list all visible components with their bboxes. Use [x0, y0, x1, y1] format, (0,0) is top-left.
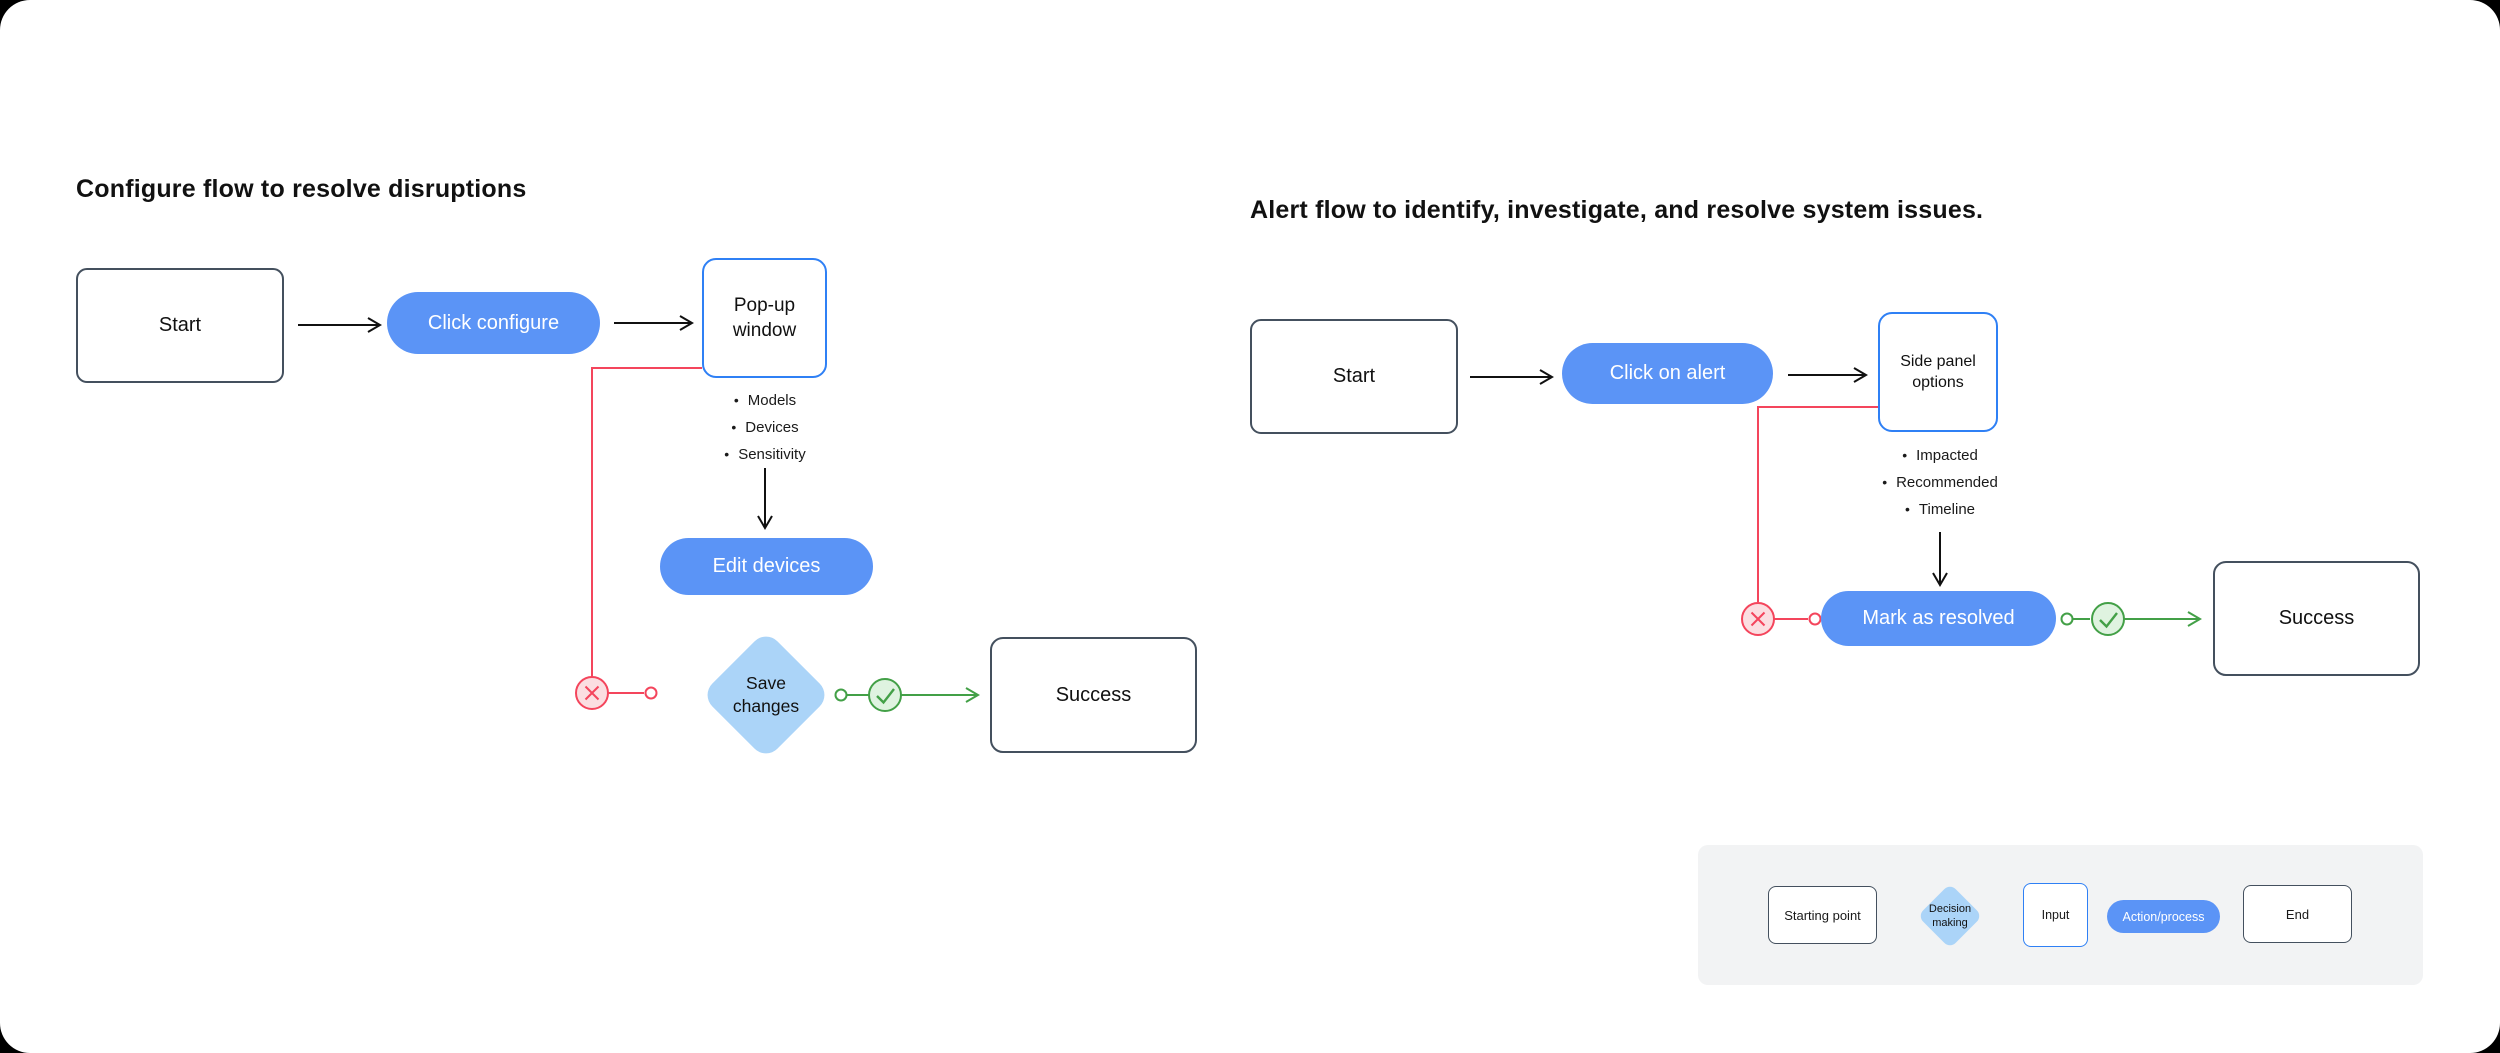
node-start-label: Start — [1332, 365, 1376, 387]
bullet-dot: • — [1904, 501, 1910, 517]
node-input-side-panel-options[interactable]: Side panel options — [1878, 312, 1998, 432]
arrow-input-to-action2 — [1932, 532, 1948, 587]
node-action-click-configure[interactable]: Click configure — [387, 292, 600, 354]
connector-dot — [644, 686, 658, 700]
node-action-label: Click on alert — [1609, 362, 1726, 384]
connector-dot — [1808, 612, 1822, 626]
node-action-label: Edit devices — [712, 555, 821, 577]
legend-label: Decision making — [1928, 902, 1972, 929]
list-item: •Devices — [731, 419, 799, 436]
legend-label: End — [2285, 906, 2310, 922]
legend-item-end[interactable]: End — [2243, 885, 2352, 943]
list-item: •Timeline — [1904, 501, 1976, 518]
node-start-label: Start — [158, 314, 202, 336]
node-action-edit-devices[interactable]: Edit devices — [660, 538, 873, 595]
node-action-label: Click configure — [427, 311, 560, 334]
arrow-action-to-input — [1788, 367, 1868, 383]
node-action-mark-as-resolved[interactable]: Mark as resolved — [1821, 591, 2056, 646]
legend-panel: Starting point Decision making Input Act… — [1698, 845, 2423, 985]
node-decision-label: Save changes — [732, 673, 800, 716]
node-end-success[interactable]: Success — [2213, 561, 2420, 676]
arrow-start-to-action — [1470, 369, 1554, 385]
input-options-list: •Impacted •Recommended •Timeline — [1855, 442, 2025, 523]
node-start[interactable]: Start — [76, 268, 284, 383]
node-action-click-on-alert[interactable]: Click on alert — [1562, 343, 1773, 404]
node-start[interactable]: Start — [1250, 319, 1458, 434]
flow-title-configure: Configure flow to resolve disruptions — [76, 175, 527, 203]
node-input-label: Side panel options — [1900, 352, 1976, 391]
node-end-success[interactable]: Success — [990, 637, 1197, 753]
list-item: •Models — [733, 392, 797, 409]
legend-label: Input — [2041, 908, 2070, 922]
legend-item-starting-point[interactable]: Starting point — [1768, 886, 1877, 944]
node-end-label: Success — [1055, 683, 1132, 706]
flow-title-alert: Alert flow to identify, investigate, and… — [1250, 196, 1984, 224]
input-options-list: •Models •Devices •Sensitivity — [690, 387, 840, 468]
arrow-action-to-input — [614, 315, 694, 331]
node-end-label: Success — [2278, 607, 2355, 629]
node-action-label: Mark as resolved — [1862, 607, 2015, 629]
bullet-dot: • — [1902, 447, 1908, 463]
pass-path — [847, 687, 980, 703]
connector-dot — [834, 688, 848, 702]
legend-item-action-process[interactable]: Action/process — [2107, 900, 2220, 933]
arrow-start-to-action — [298, 317, 382, 333]
connector-dot — [2060, 612, 2074, 626]
bullet-dot: • — [731, 419, 737, 435]
bullet-dot: • — [733, 392, 739, 408]
list-item: •Sensitivity — [724, 446, 806, 463]
node-input-label: Pop-up window — [732, 294, 797, 341]
node-input-popup-window[interactable]: Pop-up window — [702, 258, 827, 378]
pass-path — [2073, 611, 2202, 627]
legend-item-input[interactable]: Input — [2023, 883, 2088, 947]
bullet-dot: • — [1882, 474, 1888, 490]
check-circle-icon — [868, 678, 902, 712]
legend-label: Action/process — [2122, 909, 2205, 924]
list-item: •Impacted — [1902, 447, 1978, 464]
x-circle-icon — [1741, 602, 1775, 636]
check-circle-icon — [2091, 602, 2125, 636]
list-item: •Recommended — [1882, 474, 1998, 491]
arrow-input-to-action2 — [757, 468, 773, 530]
x-circle-icon — [575, 676, 609, 710]
fail-path — [591, 367, 702, 694]
legend-label: Starting point — [1784, 907, 1861, 923]
bullet-dot: • — [724, 446, 730, 462]
